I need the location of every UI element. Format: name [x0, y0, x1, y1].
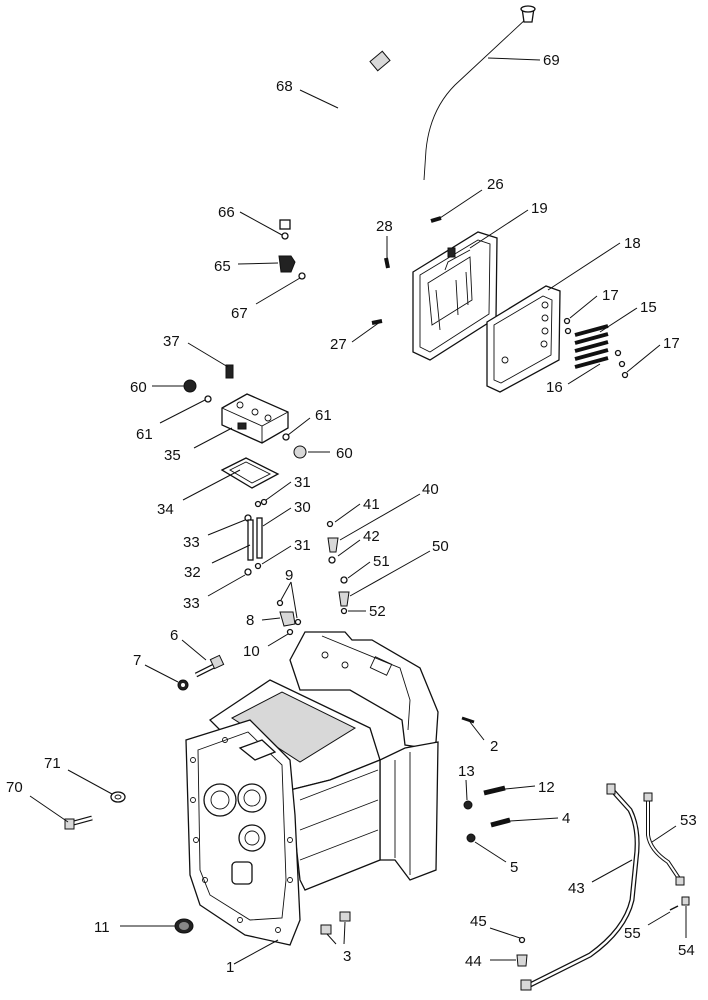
callout-68: 68: [276, 78, 293, 95]
callout-26: 26: [487, 176, 504, 193]
callout-1: 1: [226, 959, 234, 976]
callout-54: 54: [678, 942, 695, 959]
callout-5: 5: [510, 859, 518, 876]
callout-60-left: 60: [130, 379, 147, 396]
callout-50: 50: [432, 538, 449, 555]
plugs-60-part: [183, 379, 307, 459]
callout-60-right: 60: [336, 445, 353, 462]
callout-12: 12: [538, 779, 555, 796]
dipstick-part: [423, 5, 536, 181]
control-valve-block-part: [221, 393, 289, 444]
bolts-26-28-27: [371, 216, 442, 325]
cover-plate-part: [486, 285, 561, 393]
callout-31-upper: 31: [294, 474, 311, 491]
callout-70: 70: [6, 779, 23, 796]
callout-41: 41: [363, 496, 380, 513]
fittings-40-50-part: [326, 520, 350, 615]
callout-34: 34: [157, 501, 174, 518]
callout-52: 52: [369, 603, 386, 620]
callout-9: 9: [285, 567, 293, 584]
callout-31-lower: 31: [294, 537, 311, 554]
callout-55: 55: [624, 925, 641, 942]
callout-3: 3: [343, 948, 351, 965]
callout-67: 67: [231, 305, 248, 322]
pipe-53-part: [643, 792, 690, 911]
callout-65: 65: [214, 258, 231, 275]
valve-body-part: [412, 231, 498, 361]
callout-45: 45: [470, 913, 487, 930]
callout-51: 51: [373, 553, 390, 570]
leader-lines: [29, 57, 687, 965]
callout-42: 42: [363, 528, 380, 545]
callout-7: 7: [133, 652, 141, 669]
callout-4: 4: [562, 810, 570, 827]
callout-27: 27: [330, 336, 347, 353]
housing-fasteners: [174, 716, 511, 935]
callout-15: 15: [640, 299, 657, 316]
callout-8: 8: [246, 612, 254, 629]
callout-30: 30: [294, 499, 311, 516]
callout-18: 18: [624, 235, 641, 252]
gasket-34-part: [220, 457, 280, 489]
callout-35: 35: [164, 447, 181, 464]
callout-71: 71: [44, 755, 61, 772]
callout-43: 43: [568, 880, 585, 897]
callout-44: 44: [465, 953, 482, 970]
tubes-32-part: [244, 498, 268, 576]
bolt-70-part: [64, 791, 126, 830]
dipstick-tube-part: [279, 50, 391, 230]
callout-11: 11: [94, 919, 110, 936]
callout-32: 32: [184, 564, 201, 581]
callout-33-lower: 33: [183, 595, 200, 612]
callout-6: 6: [170, 627, 178, 644]
fitting-8-part: [276, 599, 302, 636]
callout-10: 10: [243, 643, 260, 660]
callout-61-left: 61: [136, 426, 153, 443]
callout-28: 28: [376, 218, 393, 235]
callout-17-upper: 17: [602, 287, 619, 304]
callout-2: 2: [490, 738, 498, 755]
callout-53: 53: [680, 812, 697, 829]
pipe-43-part: [516, 783, 640, 991]
callout-17-lower: 17: [663, 335, 680, 352]
callout-labels: 68 69 26 28 19 18 66 65 67 27 17 15 17 1…: [6, 52, 697, 976]
bolts-15-part: [563, 317, 629, 379]
callout-37: 37: [163, 333, 180, 350]
callout-69: 69: [543, 52, 560, 69]
callout-33-upper: 33: [183, 534, 200, 551]
callout-16: 16: [546, 379, 563, 396]
callout-13: 13: [458, 763, 475, 780]
transmission-housing-part: [185, 631, 439, 946]
plug-37-part: [225, 364, 234, 379]
callout-61-right: 61: [315, 407, 332, 424]
callout-19: 19: [531, 200, 548, 217]
bolt-6-part: [177, 654, 225, 691]
fitting-65-part: [278, 232, 306, 280]
callout-66: 66: [218, 204, 235, 221]
callout-40: 40: [422, 481, 439, 498]
